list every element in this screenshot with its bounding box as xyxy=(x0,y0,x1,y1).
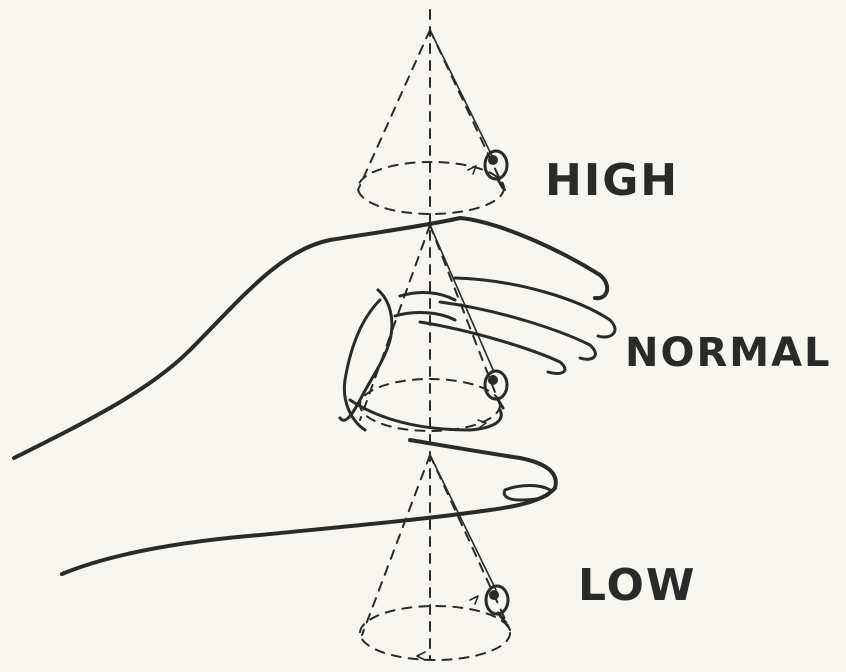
label-normal: NORMAL xyxy=(625,330,832,376)
upper-hand xyxy=(14,218,615,458)
low-cone xyxy=(360,455,510,660)
upper-hand-outline xyxy=(14,218,607,458)
lower-hand xyxy=(62,440,556,574)
finger-knuckle-2 xyxy=(395,313,455,320)
normal-cone xyxy=(360,225,507,431)
normal-pendulum-string xyxy=(430,225,494,372)
low-orbit-arrow-top xyxy=(470,596,478,604)
low-orbit-ellipse xyxy=(360,606,510,660)
thumbnail xyxy=(504,486,550,501)
finger-knuckle-1 xyxy=(400,293,455,300)
lower-hand-outline xyxy=(62,440,556,574)
hand-lower-edge xyxy=(350,400,501,430)
label-high: HIGH xyxy=(545,155,679,206)
low-pendulum-string xyxy=(430,455,496,590)
finger-3 xyxy=(420,322,565,374)
low-cone-left-edge xyxy=(362,455,430,635)
high-pendulum-string xyxy=(430,30,494,160)
high-orbit-arrow xyxy=(468,166,476,174)
label-low: LOW xyxy=(578,560,696,611)
high-cone xyxy=(358,30,507,214)
